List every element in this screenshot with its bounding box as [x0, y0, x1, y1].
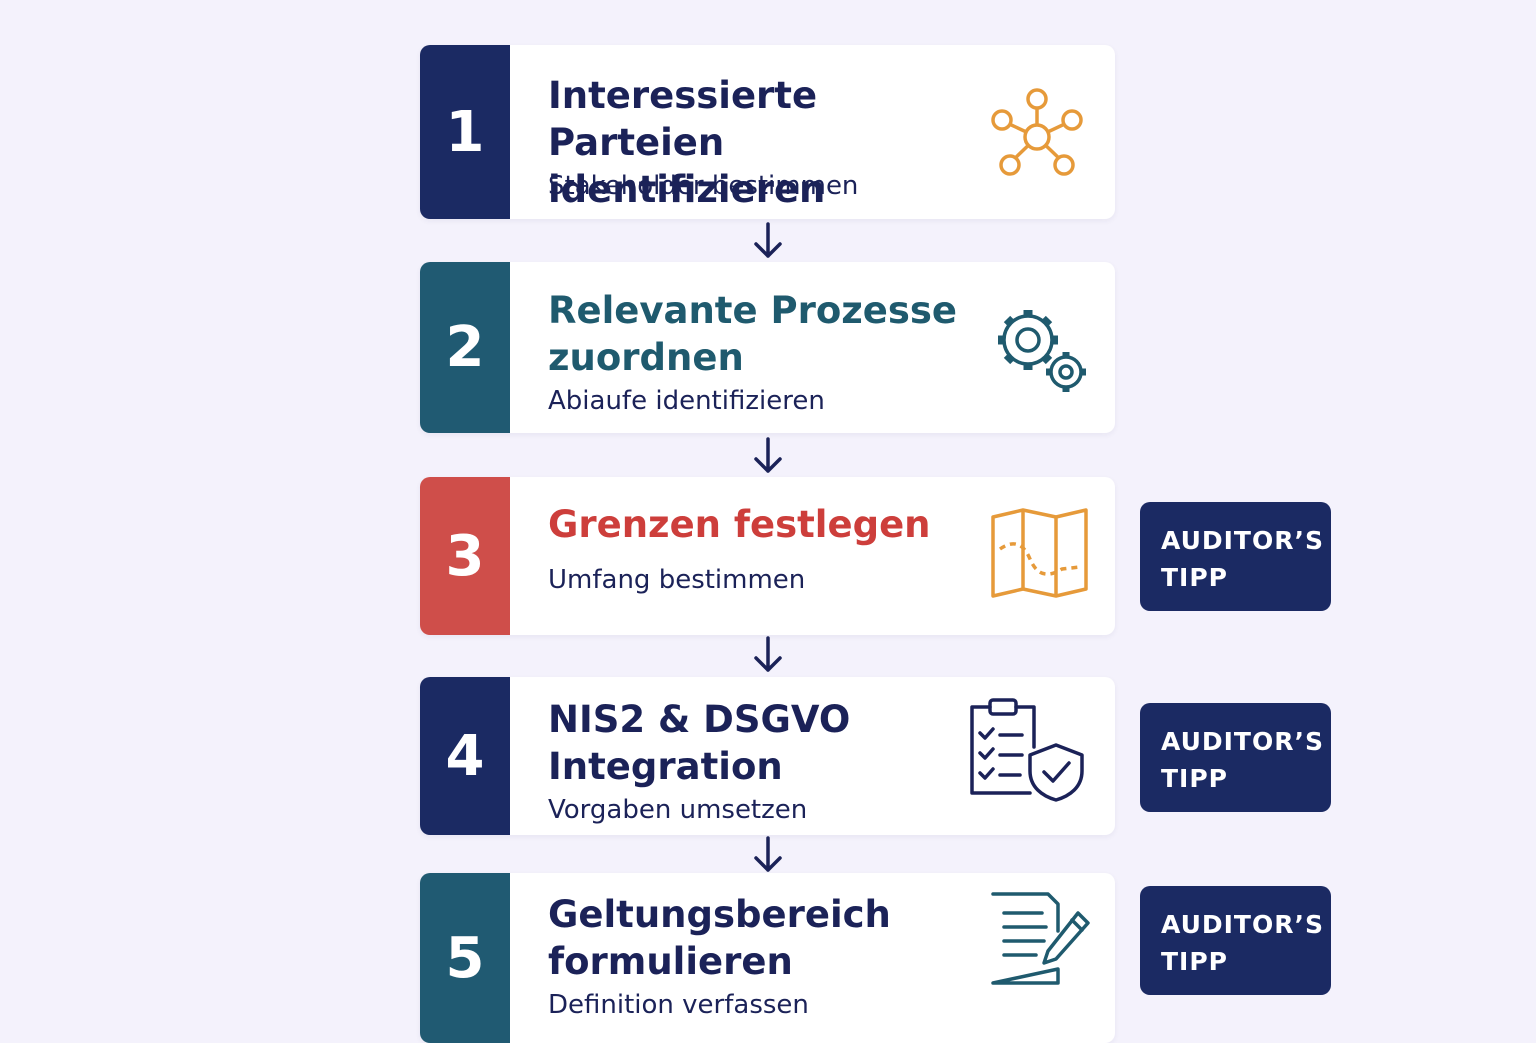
network-icon: [991, 88, 1083, 176]
arrow-down-icon: [754, 636, 782, 672]
auditor-tip-label: AUDITOR’S: [1161, 727, 1324, 756]
step-title-2: Relevante Prozesse zuordnen: [548, 289, 958, 379]
auditor-tip-label: AUDITOR’S: [1161, 526, 1324, 555]
step-title-1: Interessierte Parteien identifizieren: [548, 74, 826, 211]
step-number-2: 2: [420, 262, 510, 433]
auditor-tip-button-1[interactable]: AUDITOR’S TIPP: [1140, 502, 1331, 611]
arrow-down-icon: [754, 836, 782, 872]
auditor-tip-label: TIPP: [1161, 563, 1229, 592]
auditor-tip-label: TIPP: [1161, 947, 1229, 976]
step-subtitle-4: Vorgaben umsetzen: [548, 795, 808, 825]
step-card-3: 3 Grenzen festlegen Umfang bestimmen: [420, 477, 1115, 635]
step-title-5: Geltungsbereich formulieren: [548, 893, 891, 983]
step-card-2: 2 Relevante Prozesse zuordnen Abiaufe id…: [420, 262, 1115, 433]
step-subtitle-3: Umfang bestimmen: [548, 565, 806, 595]
arrow-down-icon: [754, 437, 782, 473]
step-number-5: 5: [420, 873, 510, 1043]
auditor-tip-button-2[interactable]: AUDITOR’S TIPP: [1140, 703, 1331, 812]
auditor-tip-button-3[interactable]: AUDITOR’S TIPP: [1140, 886, 1331, 995]
step-subtitle-2: Abiaufe identifizieren: [548, 386, 825, 416]
step-card-5: 5 Geltungsbereich formulieren Definition…: [420, 873, 1115, 1043]
auditor-tip-label: AUDITOR’S: [1161, 910, 1324, 939]
step-card-4: 4 NIS2 & DSGVO Integration Vorgaben umse…: [420, 677, 1115, 835]
step-number-4: 4: [420, 677, 510, 835]
auditor-tip-label: TIPP: [1161, 764, 1229, 793]
step-title-3: Grenzen festlegen: [548, 503, 931, 546]
step-subtitle-1: Stakeholder bestimmen: [548, 171, 859, 201]
document-pen-icon: [991, 892, 1090, 985]
checklist-shield-icon: [970, 698, 1084, 802]
step-number-3: 3: [420, 477, 510, 635]
step-subtitle-5: Definition verfassen: [548, 990, 809, 1020]
step-title-4: NIS2 & DSGVO Integration: [548, 698, 851, 788]
step-card-1: 1 Interessierte Parteien identifizieren …: [420, 45, 1115, 219]
step-number-1: 1: [420, 45, 510, 219]
arrow-down-icon: [754, 222, 782, 258]
gears-icon: [998, 310, 1086, 392]
map-icon: [991, 508, 1088, 598]
